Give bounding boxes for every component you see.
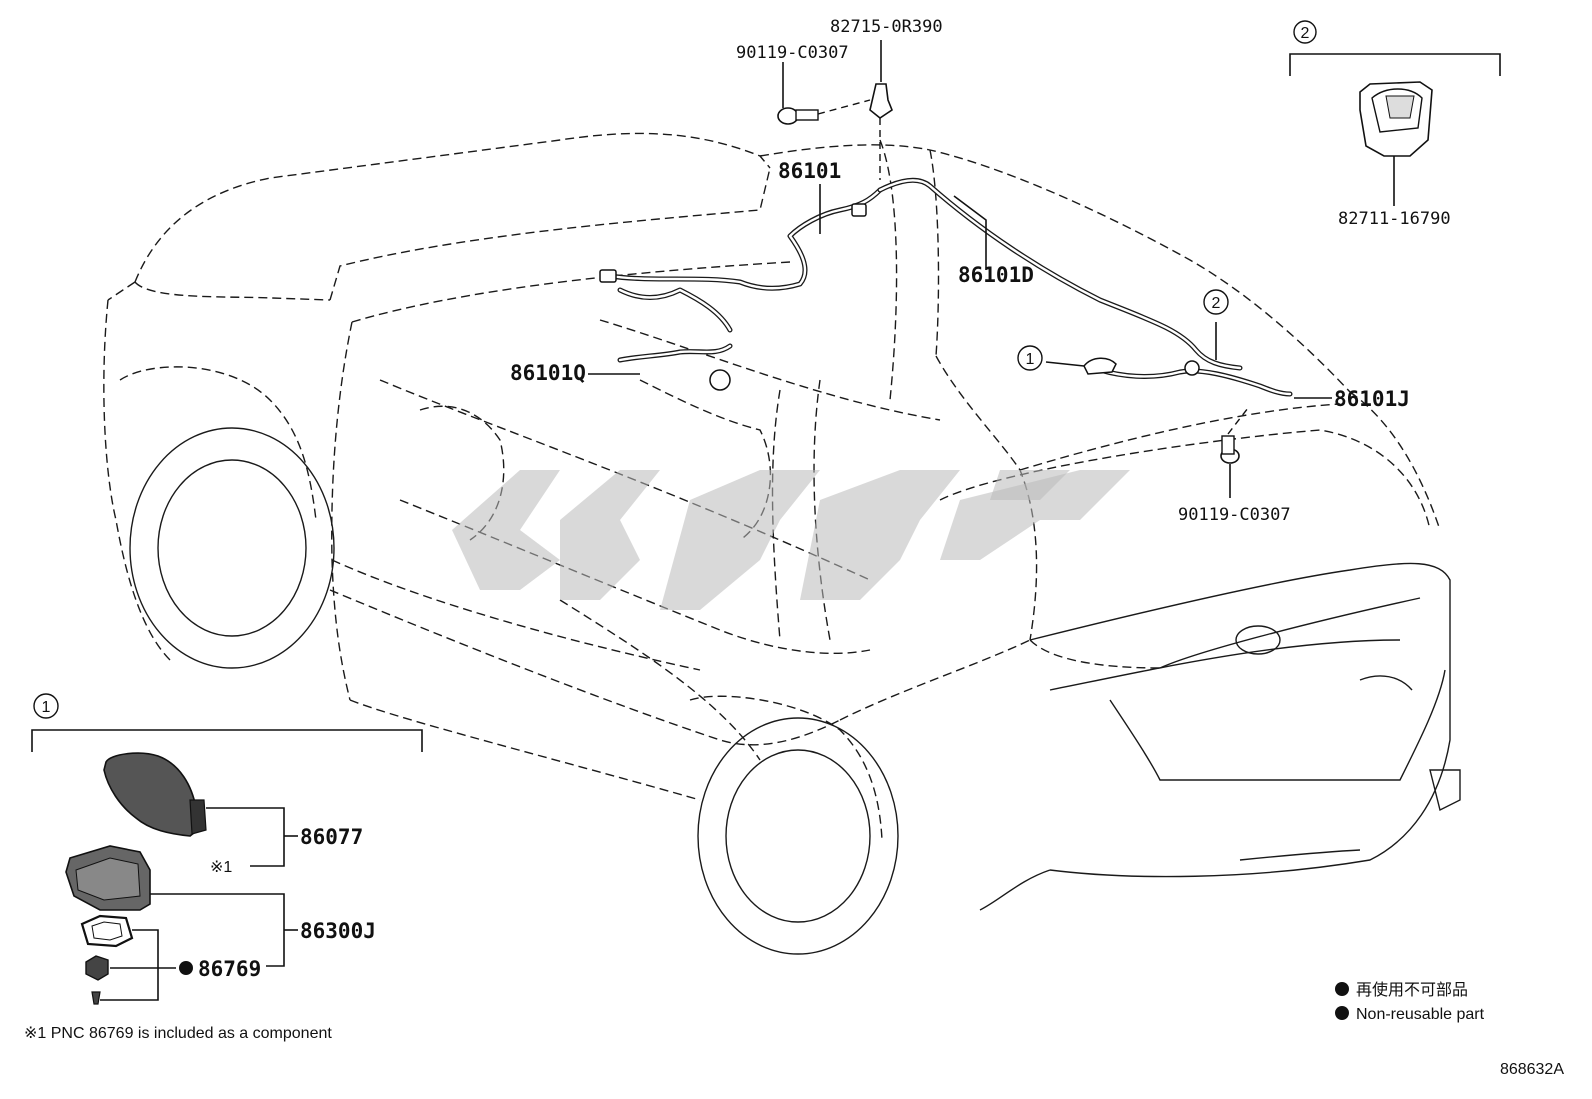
part-label-82711: 82711-16790 bbox=[1338, 209, 1451, 229]
callout-1-marker-label: 1 bbox=[1026, 351, 1035, 368]
harness-86101 bbox=[607, 187, 883, 333]
legend-jp: 再使用不可部品 bbox=[1356, 981, 1468, 999]
harness-86101J bbox=[1097, 367, 1293, 397]
antenna-cover-icon bbox=[103, 752, 207, 837]
clip-icon bbox=[85, 955, 109, 981]
part-label-90119-rear: 90119-C0307 bbox=[1178, 505, 1291, 525]
footnote: ※1 PNC 86769 is included as a component bbox=[24, 1025, 332, 1042]
clamp-detail-icon bbox=[1359, 81, 1433, 157]
rear-wheel bbox=[697, 717, 899, 955]
antenna-assy-icon bbox=[65, 845, 151, 911]
harness-86101Q bbox=[617, 343, 733, 363]
callout-1-label: 1 bbox=[42, 699, 51, 716]
part-label-86101J: 86101J bbox=[1334, 387, 1410, 411]
ref-mark-1: ※1 bbox=[210, 859, 232, 876]
front-wheel bbox=[129, 427, 335, 669]
watermark-logo bbox=[452, 470, 1130, 610]
legend: 再使用不可部品 Non-reusable part bbox=[1335, 981, 1485, 1023]
callout-1-detail: 1 bbox=[31, 693, 423, 1005]
non-reusable-bullet-icon bbox=[179, 961, 193, 975]
clamp-top-icon bbox=[869, 83, 893, 119]
callout-2-detail: 2 bbox=[1289, 20, 1501, 206]
bolt-rear-icon bbox=[1220, 435, 1240, 464]
legend-bullet-icon bbox=[1335, 982, 1349, 996]
part-label-86101D: 86101D bbox=[958, 263, 1034, 287]
screw-icon bbox=[91, 991, 101, 1005]
bolt-top-icon bbox=[777, 107, 819, 125]
vehicle-body-outline bbox=[103, 132, 1441, 841]
part-label-86101Q: 86101Q bbox=[510, 361, 586, 385]
part-label-82715: 82715-0R390 bbox=[830, 17, 943, 37]
part-label-86077: 86077 bbox=[300, 825, 363, 849]
harness-86101D bbox=[877, 177, 1243, 371]
part-label-86300J: 86300J bbox=[300, 919, 376, 943]
callout-1-marker: 1 bbox=[1017, 345, 1043, 371]
rear-body-outline bbox=[979, 562, 1461, 911]
gasket-icon bbox=[80, 914, 134, 948]
part-label-90119-top: 90119-C0307 bbox=[736, 43, 849, 63]
part-label-86769: 86769 bbox=[198, 957, 261, 981]
callout-2-marker: 2 bbox=[1203, 289, 1229, 315]
callout-2-marker-label: 2 bbox=[1212, 295, 1221, 312]
figure-code: 868632A bbox=[1500, 1061, 1564, 1078]
harness-connectors bbox=[599, 203, 1200, 391]
legend-bullet-icon bbox=[1335, 1006, 1349, 1020]
callout-2-label: 2 bbox=[1301, 25, 1310, 42]
legend-en: Non-reusable part bbox=[1356, 1006, 1485, 1023]
part-label-86101: 86101 bbox=[778, 159, 841, 183]
